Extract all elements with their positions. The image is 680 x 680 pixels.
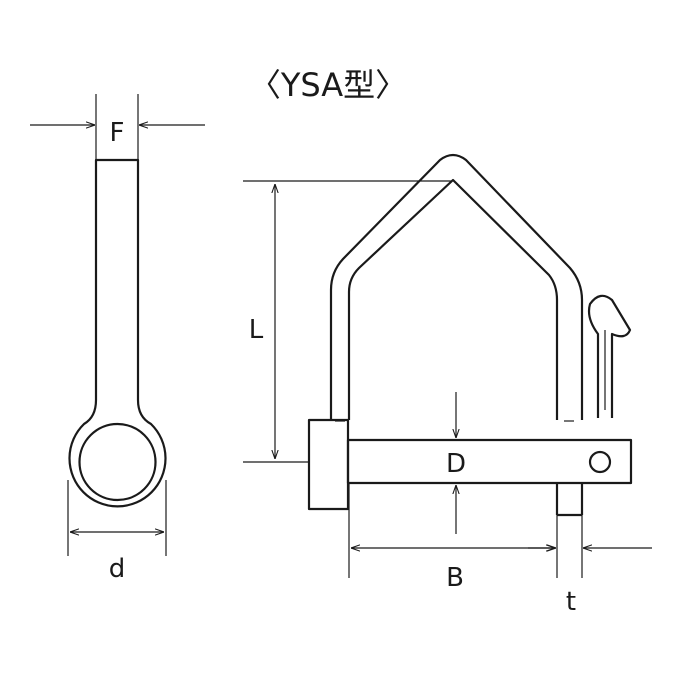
bent-wire-outline (329, 153, 584, 420)
right-leg-lower (555, 483, 584, 515)
pin-cross-hole (588, 450, 612, 474)
pin-shaft (346, 438, 633, 485)
pin-head (307, 418, 350, 511)
dimension-label-l: L (249, 315, 264, 345)
dimension-label-b: B (446, 563, 464, 593)
bent-wire-inner (347, 178, 559, 420)
side-view-rod-outline (68, 158, 167, 508)
front-view: L D B t (243, 153, 652, 617)
side-view: F d (30, 94, 205, 584)
dimension-label-D: D (446, 449, 466, 479)
dimension-label-d: d (109, 554, 126, 584)
drawing-title: 〈YSA型〉 (249, 66, 407, 104)
side-view-ring-hole (78, 422, 157, 502)
dimension-label-f: F (110, 118, 125, 148)
cotter-pin (587, 294, 632, 418)
dimension-label-t: t (566, 587, 576, 617)
